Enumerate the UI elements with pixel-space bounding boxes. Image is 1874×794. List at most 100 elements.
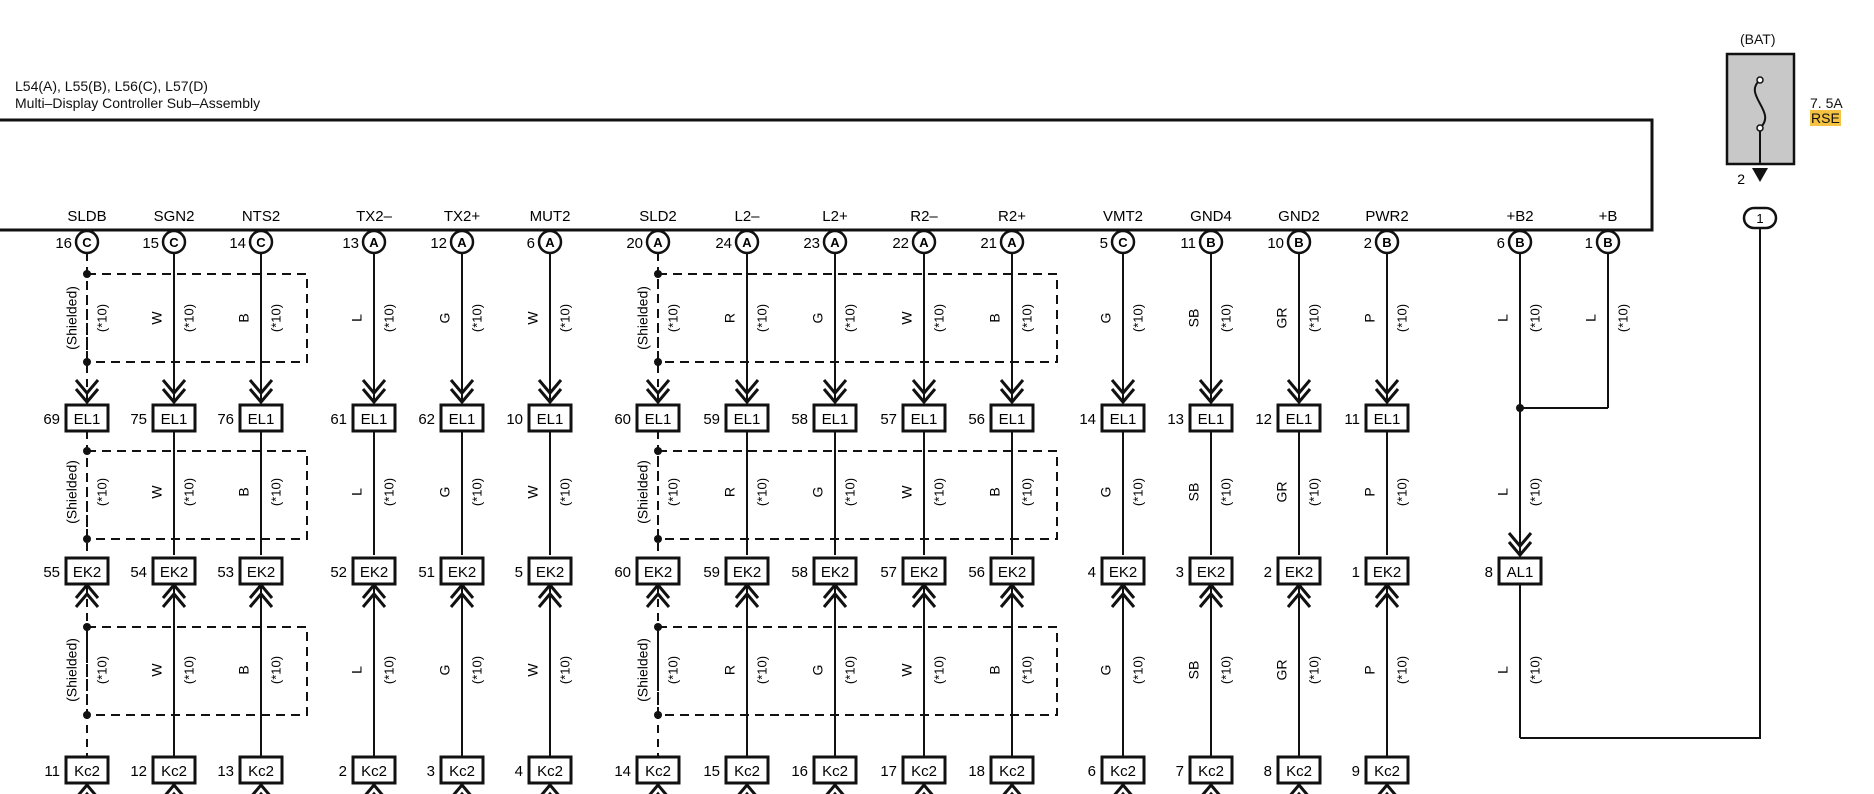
ek2-connector-pin: 4 xyxy=(1088,564,1096,581)
connector-chevron-down xyxy=(161,388,187,405)
wire-color-label: W xyxy=(899,663,915,677)
connector-chevron-down xyxy=(1374,388,1400,405)
shield-outline xyxy=(86,450,308,540)
wire-note-label: (*10) xyxy=(1218,478,1233,506)
shield-node xyxy=(654,535,662,543)
signal-label: L2+ xyxy=(822,208,848,225)
ek2-connector-box xyxy=(1276,556,1322,586)
pin-number: 2 xyxy=(1364,235,1372,252)
pin-connector-letter: B xyxy=(1515,235,1524,250)
pin-number: 21 xyxy=(980,235,997,252)
wire-note-label: (*10) xyxy=(381,304,396,332)
kc2-connector-pin: 8 xyxy=(1264,763,1272,780)
pin-number: 16 xyxy=(55,235,72,252)
wire-note-label: (*10) xyxy=(469,478,484,506)
el1-connector-box xyxy=(1276,403,1322,433)
pin-number: 15 xyxy=(142,235,159,252)
kc2-connector-pin: 14 xyxy=(614,763,631,780)
wire-color-label: (Shielded) xyxy=(635,286,651,350)
signal-label: NTS2 xyxy=(242,208,280,225)
shield-node xyxy=(654,711,662,719)
pin-connector-letter: C xyxy=(169,235,179,250)
shield-node xyxy=(83,270,91,278)
kc2-connector-box xyxy=(812,755,858,785)
connector-chevron-down xyxy=(1286,379,1312,396)
wire-color-label: B xyxy=(236,665,252,674)
ek2-connector-label: EK2 xyxy=(1197,564,1225,581)
pin-number: 23 xyxy=(803,235,820,252)
kc2-connector-label: Kc2 xyxy=(1110,763,1136,780)
wire-note-label: (*10) xyxy=(665,304,680,332)
kc2-connector-box xyxy=(64,755,110,785)
signal-label: R2– xyxy=(910,208,938,225)
shield-node xyxy=(83,535,91,543)
wire-note-label: (*10) xyxy=(1306,478,1321,506)
el1-connector-pin: 14 xyxy=(1079,411,1096,428)
pin-number: 5 xyxy=(1100,235,1108,252)
signal-label: L2– xyxy=(734,208,760,225)
wire-note-label: (*10) xyxy=(268,478,283,506)
wire-color-label: B xyxy=(987,665,1003,674)
wire-color-label: L xyxy=(349,314,365,322)
wire-note-label: (*10) xyxy=(469,656,484,684)
ek2-connector-label: EK2 xyxy=(360,564,388,581)
kc2-connector-pin: 7 xyxy=(1176,763,1184,780)
wire-note-label: (*10) xyxy=(557,478,572,506)
kc2-connector-pin: 11 xyxy=(44,763,60,780)
ek2-connector-box xyxy=(351,556,397,586)
wire-color-label: (Shielded) xyxy=(64,638,80,702)
pin-connector-letter: A xyxy=(369,235,379,250)
pin-number: 13 xyxy=(342,235,359,252)
wire-color-label: G xyxy=(810,487,826,498)
fuse-name-label: RSE xyxy=(1810,110,1841,126)
kc2-connector-box xyxy=(901,755,947,785)
pin-number: 20 xyxy=(626,235,643,252)
kc2-connector-pin: 18 xyxy=(968,763,985,780)
connector-chevron-down xyxy=(734,388,760,405)
ek2-connector-label: EK2 xyxy=(821,564,849,581)
kc2-connector-label: Kc2 xyxy=(911,763,937,780)
el1-connector-pin: 76 xyxy=(217,411,234,428)
shield-node xyxy=(654,623,662,631)
assembly-name: Multi–Display Controller Sub–Assembly xyxy=(15,95,261,111)
ek2-connector-label: EK2 xyxy=(247,564,275,581)
wire-note-label: (*10) xyxy=(181,656,196,684)
kc2-connector-label: Kc2 xyxy=(1198,763,1224,780)
kc2-connector-box xyxy=(151,755,197,785)
al1-connector-label: AL1 xyxy=(1507,564,1534,581)
el1-connector-label: EL1 xyxy=(1286,411,1313,428)
wire-note-label: (*10) xyxy=(94,478,109,506)
signal-label: VMT2 xyxy=(1103,208,1143,225)
el1-connector-pin: 62 xyxy=(418,411,435,428)
kc2-connector-label: Kc2 xyxy=(1374,763,1400,780)
wire-color-label: L xyxy=(349,488,365,496)
wire-color-label: GR xyxy=(1274,482,1290,503)
connector-chevron-down xyxy=(822,379,848,396)
ek2-connector-pin: 59 xyxy=(703,564,720,581)
wire-color-label: L xyxy=(1495,488,1511,496)
pin-connector-letter: A xyxy=(457,235,467,250)
connector-chevron-down xyxy=(361,388,387,405)
shield-node xyxy=(83,623,91,631)
shield-outline xyxy=(657,450,1058,540)
signal-label: SGN2 xyxy=(154,208,195,225)
kc2-connector-pin: 3 xyxy=(427,763,435,780)
wire-color-label: (Shielded) xyxy=(635,638,651,702)
ek2-connector-pin: 58 xyxy=(791,564,808,581)
wire-color-label: W xyxy=(149,485,165,499)
el1-connector-pin: 58 xyxy=(791,411,808,428)
kc2-connector-label: Kc2 xyxy=(734,763,760,780)
wire-note-label: (*10) xyxy=(557,656,572,684)
ek2-connector-label: EK2 xyxy=(1373,564,1401,581)
connector-chevron-down xyxy=(449,379,475,396)
connector-chevron-down xyxy=(911,388,937,405)
wire-note-label: (*10) xyxy=(754,478,769,506)
connector-chevron-down xyxy=(1286,388,1312,405)
el1-connector-label: EL1 xyxy=(822,411,849,428)
connector-chevron-down xyxy=(1507,532,1533,549)
connector-chevron-down xyxy=(74,388,100,405)
el1-connector-pin: 13 xyxy=(1167,411,1184,428)
wire-note-label: (*10) xyxy=(1019,304,1034,332)
wire-note-label: (*10) xyxy=(181,478,196,506)
